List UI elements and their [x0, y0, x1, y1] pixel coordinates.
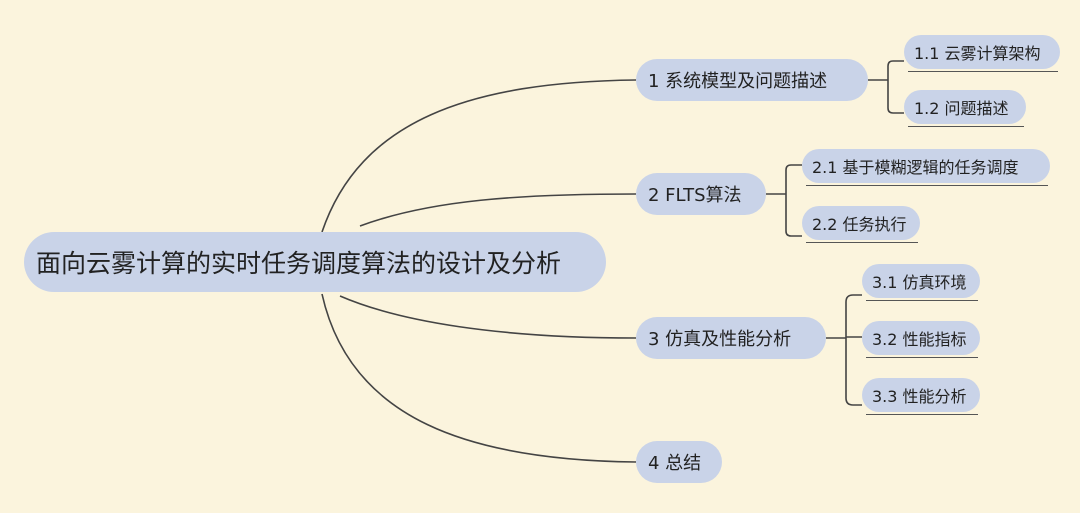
topic-section-3[interactable]: 3 仿真及性能分析	[636, 317, 826, 359]
subtopic-1-1-label: 1.1 云雾计算架构	[914, 44, 1041, 63]
subtopic-3-1[interactable]: 3.1 仿真环境	[862, 264, 980, 301]
subtopic-1-2-label: 1.2 问题描述	[914, 99, 1009, 118]
root-topic-label: 面向云雾计算的实时任务调度算法的设计及分析	[36, 249, 562, 278]
topic-section-4-label: 4 总结	[648, 453, 702, 474]
subtopic-2-1[interactable]: 2.1 基于模糊逻辑的任务调度	[802, 149, 1050, 186]
topic-section-1[interactable]: 1 系统模型及问题描述	[636, 59, 868, 101]
bracket-s1	[868, 60, 904, 114]
topic-section-3-label: 3 仿真及性能分析	[648, 329, 792, 350]
link-root-s1	[321, 79, 637, 233]
root-topic[interactable]: 面向云雾计算的实时任务调度算法的设计及分析	[24, 232, 606, 292]
link-root-s4	[321, 293, 637, 463]
subtopic-3-3[interactable]: 3.3 性能分析	[862, 378, 980, 415]
link-root-s3	[339, 295, 637, 339]
subtopic-2-2-label: 2.2 任务执行	[812, 215, 907, 234]
subtopic-3-3-label: 3.3 性能分析	[872, 387, 967, 406]
topic-section-4[interactable]: 4 总结	[636, 441, 722, 483]
subtopic-2-1-label: 2.1 基于模糊逻辑的任务调度	[812, 158, 1019, 177]
subtopic-1-2[interactable]: 1.2 问题描述	[904, 90, 1026, 127]
subtopic-3-2[interactable]: 3.2 性能指标	[862, 321, 980, 358]
link-root-s2	[359, 193, 637, 227]
subtopic-1-1[interactable]: 1.1 云雾计算架构	[904, 35, 1060, 72]
subtopic-3-1-label: 3.1 仿真环境	[872, 273, 967, 292]
subtopic-3-2-label: 3.2 性能指标	[872, 330, 967, 349]
bracket-s2	[766, 164, 802, 237]
topic-section-2-label: 2 FLTS算法	[648, 185, 742, 206]
topic-section-1-label: 1 系统模型及问题描述	[648, 71, 828, 92]
bracket-s3	[826, 294, 862, 406]
subtopic-2-2[interactable]: 2.2 任务执行	[802, 206, 920, 243]
topic-section-2[interactable]: 2 FLTS算法	[636, 173, 766, 215]
